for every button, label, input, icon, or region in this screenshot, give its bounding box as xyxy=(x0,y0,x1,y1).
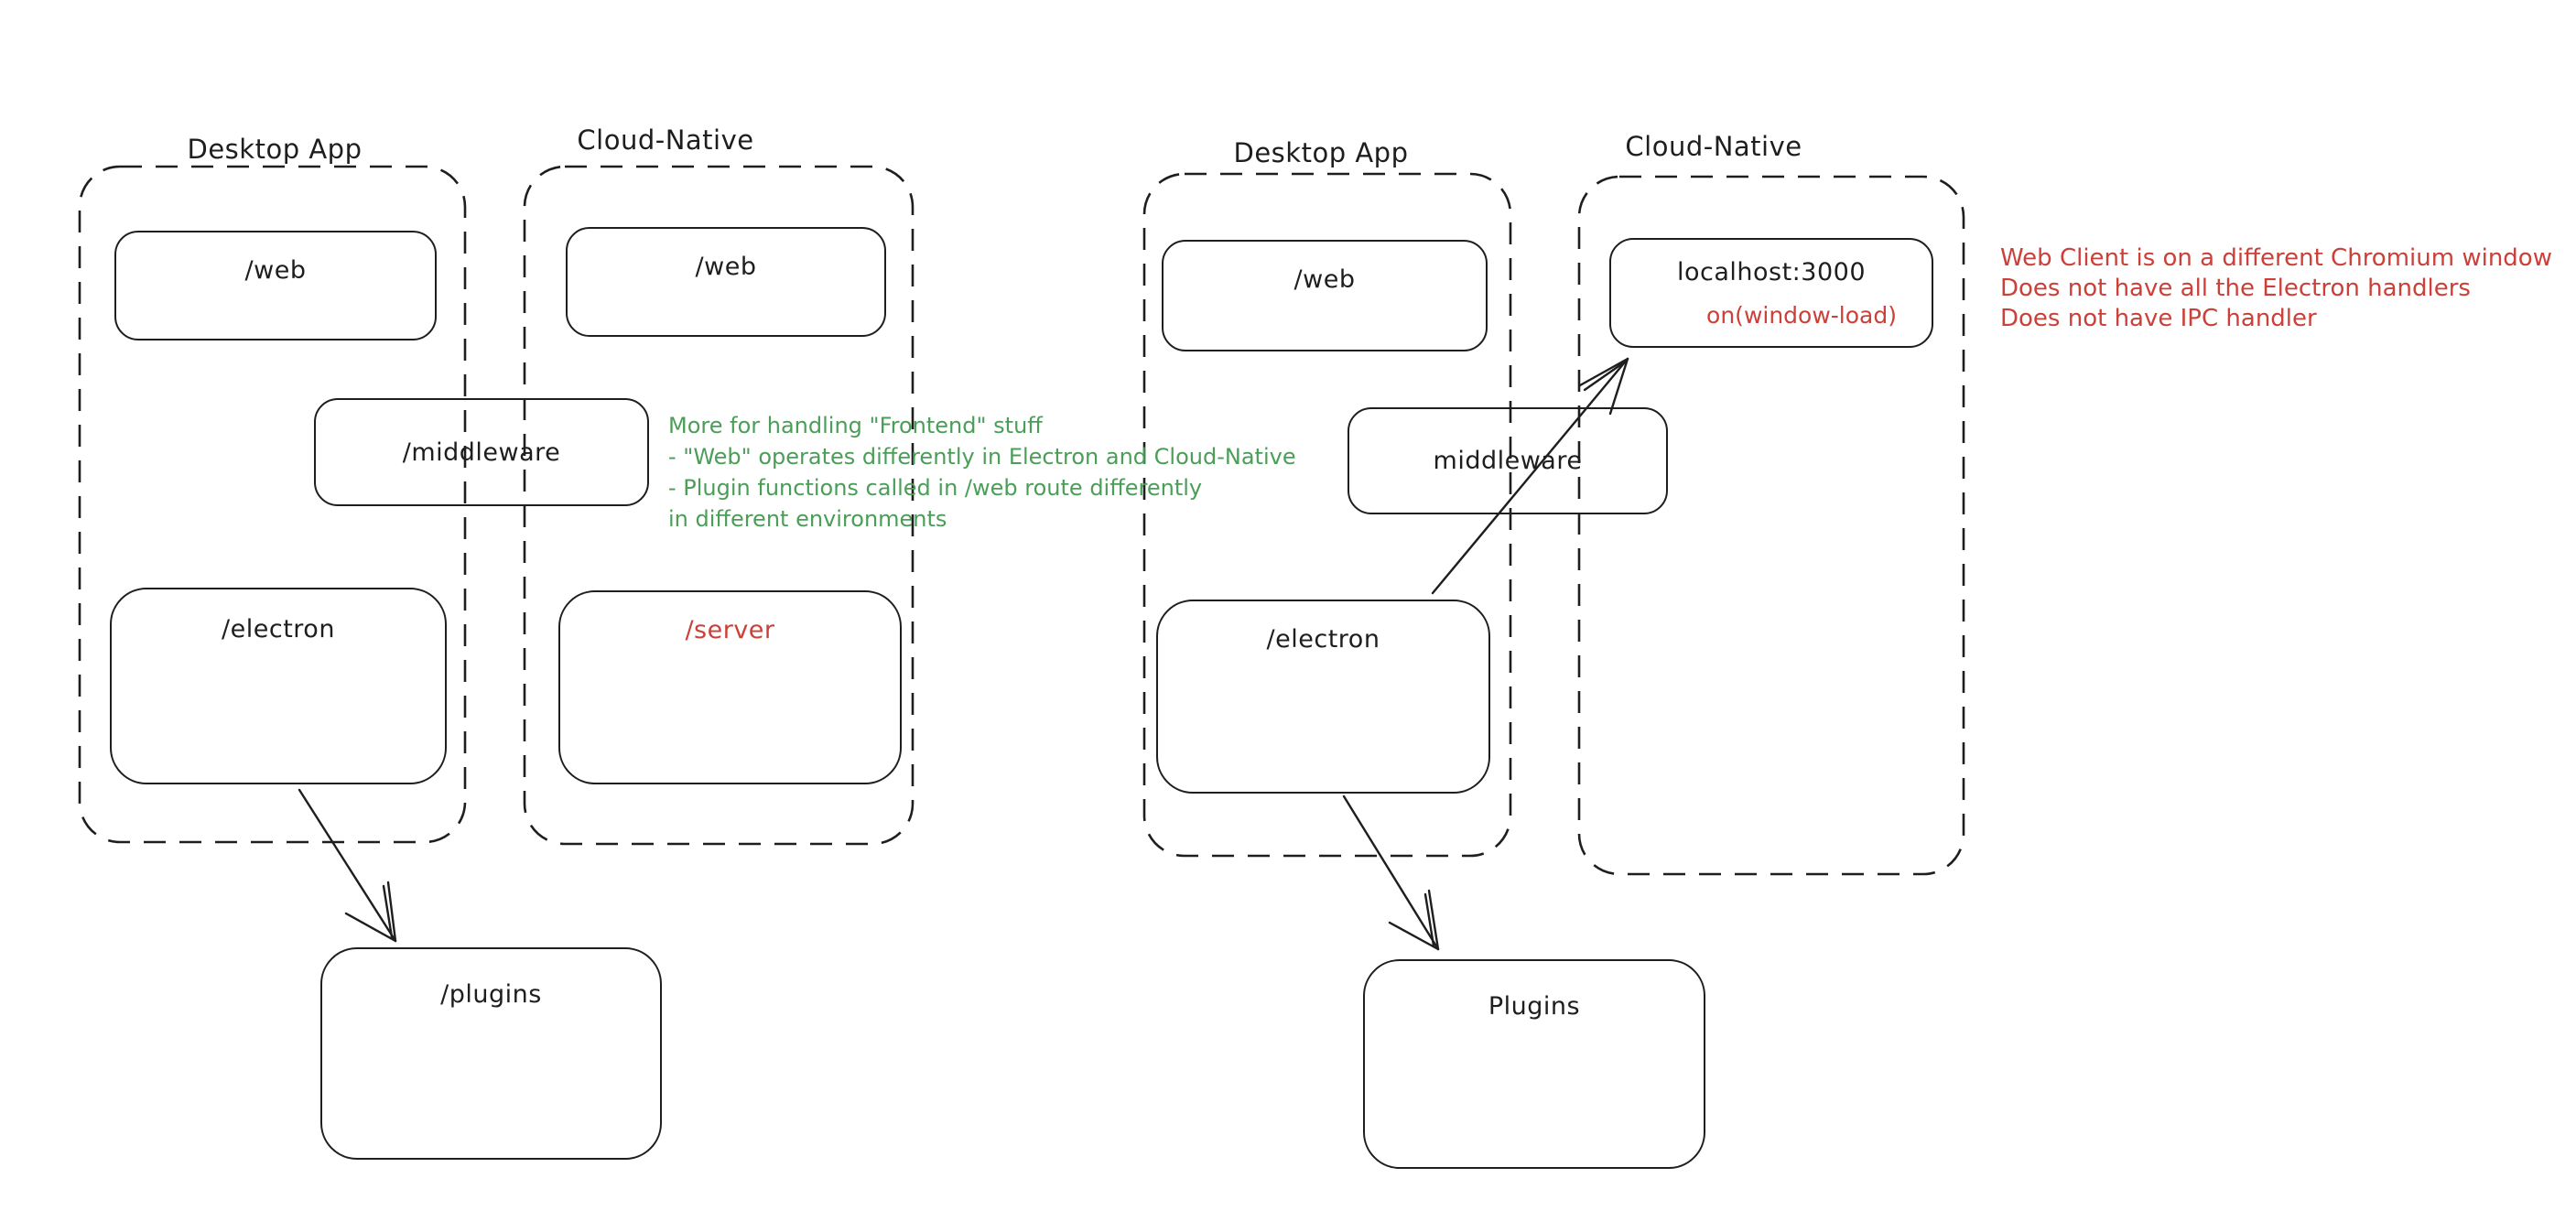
right-desktop-web-label: /web xyxy=(1293,265,1356,294)
right-plugins-box: Plugins xyxy=(1363,959,1705,1169)
right-desktop-web-box: /web xyxy=(1162,240,1488,351)
left-cloud-web-label: /web xyxy=(695,253,757,281)
right-middleware-box: middleware xyxy=(1348,407,1668,514)
right-middleware-label: middleware xyxy=(1433,447,1583,475)
right-cloud-container-label: Cloud-Native xyxy=(1625,131,1802,162)
left-server-box: /server xyxy=(558,590,902,784)
right-plugins-label: Plugins xyxy=(1488,992,1581,1021)
right-localhost-box: localhost:3000 on(window-load) xyxy=(1609,238,1933,348)
left-desktop-container xyxy=(78,165,467,844)
green-note-line-2: - "Web" operates differently in Electron… xyxy=(668,444,1296,470)
left-desktop-web-label: /web xyxy=(244,256,307,285)
right-electron-label: /electron xyxy=(1266,625,1380,654)
left-middleware-label: /middleware xyxy=(402,438,561,467)
green-note-line-3: - Plugin functions called in /web route … xyxy=(668,475,1203,501)
right-cloud-container xyxy=(1577,175,1965,876)
red-note-line-3: Does not have IPC handler xyxy=(2000,305,2317,332)
left-cloud-web-box: /web xyxy=(566,227,886,337)
right-desktop-container xyxy=(1142,172,1512,858)
left-electron-box: /electron xyxy=(110,588,447,784)
right-window-load-label: on(window-load) xyxy=(1706,302,1897,329)
left-cloud-container xyxy=(523,165,915,846)
left-desktop-web-box: /web xyxy=(114,231,437,340)
green-note-line-1: More for handling "Frontend" stuff xyxy=(668,413,1043,438)
left-electron-label: /electron xyxy=(222,615,335,643)
left-desktop-container-label: Desktop App xyxy=(187,134,363,165)
green-note: More for handling "Frontend" stuff - "We… xyxy=(668,410,1296,535)
right-localhost-label: localhost:3000 xyxy=(1676,258,1866,286)
right-desktop-container-label: Desktop App xyxy=(1233,137,1409,168)
right-electron-box: /electron xyxy=(1156,600,1490,794)
left-middleware-box: /middleware xyxy=(314,398,649,506)
green-note-line-4: in different environments xyxy=(668,506,947,532)
red-note: Web Client is on a different Chromium wi… xyxy=(2000,243,2552,334)
red-note-line-2: Does not have all the Electron handlers xyxy=(2000,275,2471,302)
arrow-left-electron-to-plugins xyxy=(298,788,397,943)
left-server-label: /server xyxy=(685,616,775,644)
arrow-right-electron-to-localhost xyxy=(1431,357,1629,595)
left-plugins-box: /plugins xyxy=(320,947,662,1160)
arrow-right-electron-to-plugins xyxy=(1342,794,1440,951)
red-note-line-1: Web Client is on a different Chromium wi… xyxy=(2000,244,2552,272)
left-cloud-container-label: Cloud-Native xyxy=(577,124,754,156)
left-plugins-label: /plugins xyxy=(440,980,542,1009)
